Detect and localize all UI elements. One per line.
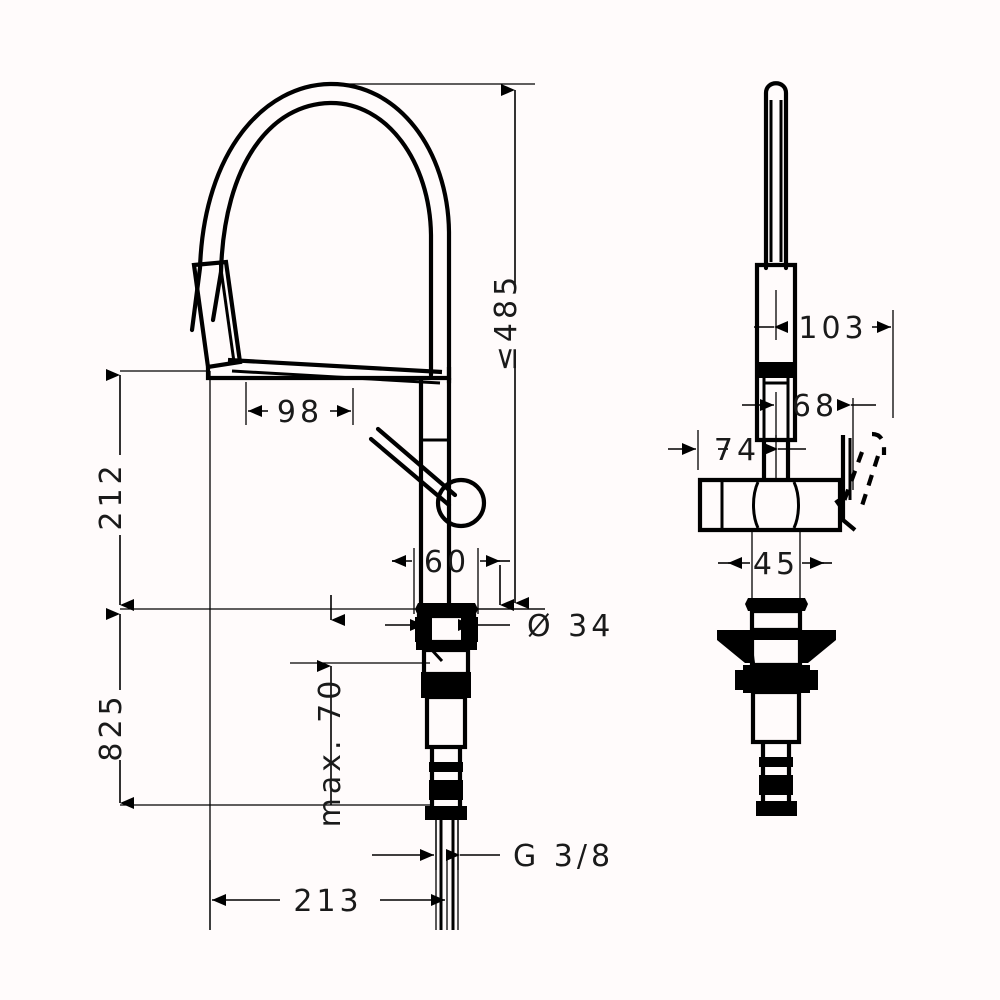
dimension-label-g38: G 3/8 bbox=[513, 839, 614, 874]
threaded-shank bbox=[421, 647, 471, 750]
dimension-label-60: 60 bbox=[424, 545, 470, 580]
dimension-label-212: 212 bbox=[94, 461, 129, 530]
dimension-212: 212 bbox=[94, 369, 134, 611]
dimension-68: 68 bbox=[742, 389, 876, 490]
dimension-label-98: 98 bbox=[277, 395, 323, 430]
front-mounting-collar bbox=[717, 598, 836, 668]
dimension-98: 98 bbox=[245, 382, 354, 430]
front-view-dimensions: 103 68 74 bbox=[668, 290, 894, 600]
lever-handle bbox=[368, 426, 487, 529]
front-elevation-view bbox=[697, 81, 887, 816]
front-lever-handle bbox=[834, 435, 857, 532]
lever-swing-dashed-outline bbox=[838, 431, 887, 513]
dimension-74: 74 bbox=[668, 430, 806, 482]
dimension-45: 45 bbox=[718, 530, 832, 600]
dimension-60: 60 bbox=[392, 545, 510, 614]
dimension-label-485: ≤485 bbox=[489, 273, 524, 371]
dimension-diameter-34: Ø 34 bbox=[385, 565, 614, 644]
front-supply-hose bbox=[756, 742, 797, 816]
dimension-label-74: 74 bbox=[714, 433, 760, 468]
spout-arc bbox=[189, 81, 452, 386]
dimension-max-70: max. 70 bbox=[290, 595, 430, 827]
spout-arm bbox=[205, 357, 452, 385]
dimension-height-485: ≤485 bbox=[489, 84, 529, 609]
dimension-g38: G 3/8 bbox=[372, 812, 614, 874]
dimension-103: 103 bbox=[754, 290, 894, 418]
dimension-213: 213 bbox=[209, 860, 448, 930]
front-spout-tube bbox=[763, 81, 789, 271]
front-cross-arm bbox=[697, 440, 843, 533]
dimension-label-825: 825 bbox=[94, 692, 129, 761]
dimension-label-103: 103 bbox=[798, 311, 867, 346]
dimension-825: 825 bbox=[94, 608, 134, 809]
dimension-label-diameter-34: Ø 34 bbox=[527, 609, 614, 644]
front-threaded-shank bbox=[735, 665, 818, 745]
pull-out-spray-head bbox=[191, 259, 243, 370]
supply-hose-assembly bbox=[425, 747, 467, 930]
dimension-label-213: 213 bbox=[293, 884, 362, 919]
side-view-dimensions: ≤485 98 212 825 bbox=[94, 83, 614, 930]
dimension-label-45: 45 bbox=[753, 547, 799, 582]
dimension-label-max-70: max. 70 bbox=[313, 677, 348, 828]
dimension-label-68: 68 bbox=[792, 389, 838, 424]
